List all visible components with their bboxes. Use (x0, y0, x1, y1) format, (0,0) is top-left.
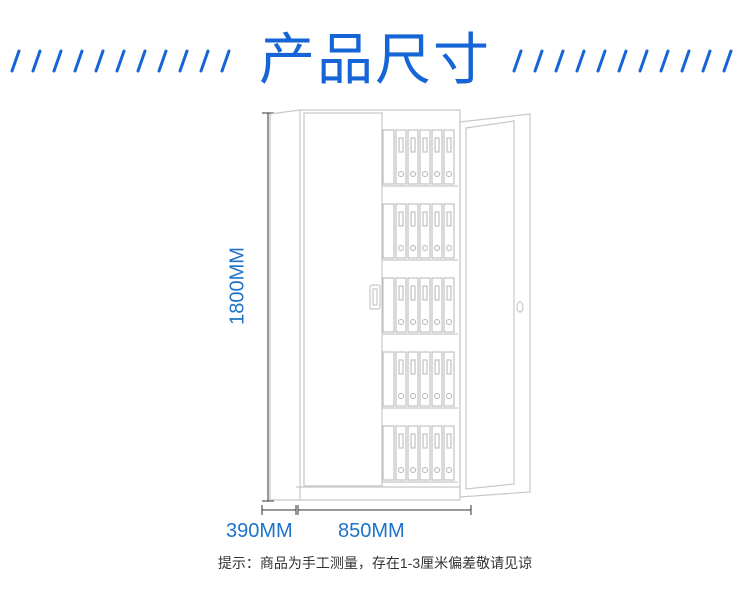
decor-slashes-left (10, 49, 231, 73)
cabinet-shelves (382, 185, 458, 483)
height-label: 1800MM (222, 246, 254, 326)
decor-slashes-right (512, 49, 733, 73)
width-label: 850MM (338, 520, 405, 542)
cabinet-body (269, 109, 461, 501)
cabinet-right-door (459, 113, 531, 498)
cabinet-left-door (303, 112, 383, 487)
cabinet-drawing (261, 109, 531, 515)
measurement-note: 提示：商品为手工测量，存在1-3厘米偏差敬请见谅 (217, 555, 533, 571)
title-row: 产品尺寸 (0, 26, 750, 96)
height-dimension-line (262, 112, 274, 502)
height-value: 1800MM (226, 247, 249, 325)
file-binders (382, 129, 455, 481)
page-title: 产品尺寸 (259, 28, 491, 93)
depth-label: 390MM (226, 520, 293, 542)
width-dimension-line (261, 505, 472, 515)
